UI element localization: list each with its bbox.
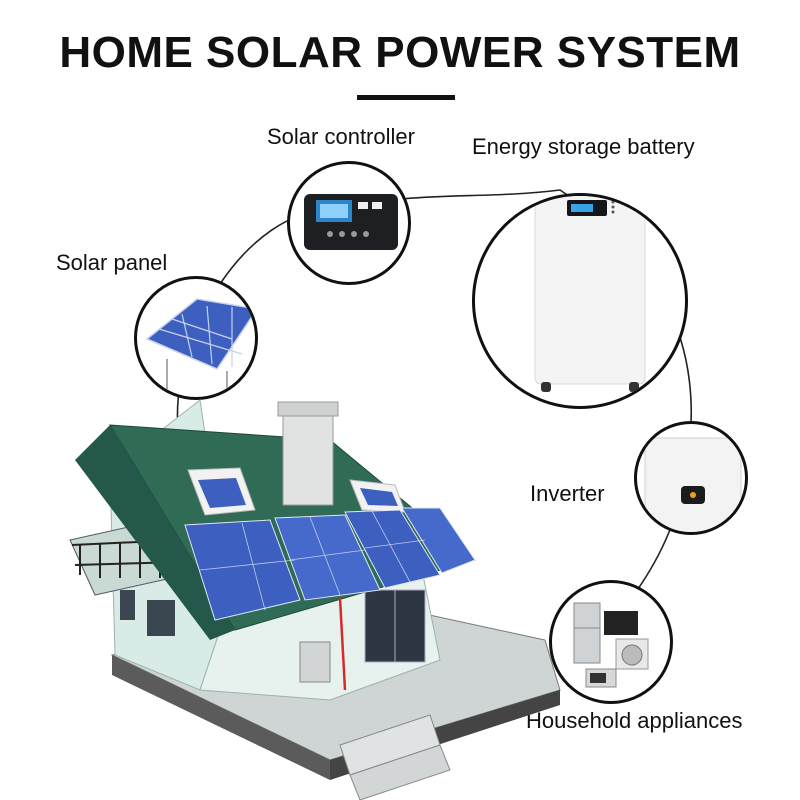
page-title: HOME SOLAR POWER SYSTEM <box>59 28 741 77</box>
label-household-appliances: Household appliances <box>526 708 743 733</box>
inverter-bubble <box>634 421 748 535</box>
label-energy-storage-battery: Energy storage battery <box>472 134 695 159</box>
solar-controller-icon <box>304 194 398 250</box>
label-solar-controller: Solar controller <box>267 124 415 149</box>
solar-controller-bubble <box>287 161 411 285</box>
label-inverter: Inverter <box>530 481 605 506</box>
title-underline <box>357 95 455 100</box>
solar-panel-icon <box>145 298 255 397</box>
label-solar-panel: Solar panel <box>56 250 168 275</box>
battery-icon <box>534 196 646 392</box>
household-appliances-bubble <box>549 580 673 704</box>
inverter-icon <box>644 437 742 532</box>
appliances-icon <box>573 602 649 688</box>
solar-panel-bubble <box>134 276 258 400</box>
energy-storage-battery-bubble <box>472 193 688 409</box>
